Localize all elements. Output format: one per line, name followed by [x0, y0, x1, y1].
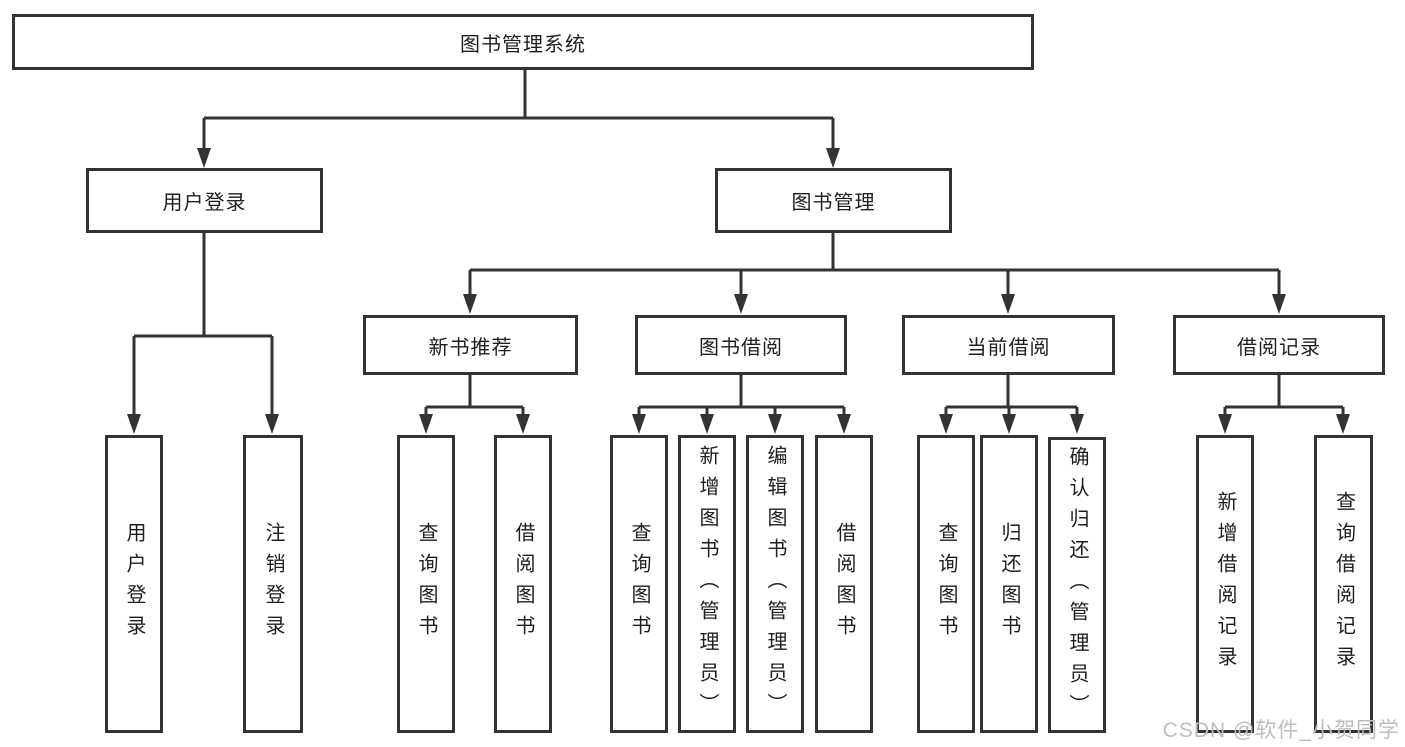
connector-book-management-branch — [468, 233, 1281, 296]
leaf-logout: 注销登录 — [243, 435, 303, 733]
node-label: 归还图书 — [998, 522, 1020, 646]
node-label: 新增借阅记录 — [1214, 491, 1236, 677]
node-label: 借阅图书 — [512, 522, 534, 646]
node-label: 用户登录 — [123, 522, 145, 646]
leaf-query-books-3: 查询图书 — [917, 435, 975, 733]
node-label: 图书管理系统 — [460, 33, 586, 56]
node-label: 当前借阅 — [966, 336, 1051, 359]
node-label: 用户登录 — [162, 192, 247, 214]
leaf-edit-book-admin: 编辑图书（管理员） — [746, 435, 804, 733]
node-label: 查询图书 — [628, 522, 650, 646]
node-book-borrowing: 图书借阅 — [635, 315, 847, 375]
leaf-add-book-admin: 新增图书（管理员） — [678, 435, 736, 733]
node-book-management-module: 图书管理 — [715, 168, 952, 233]
node-label: 新书推荐 — [428, 336, 513, 359]
leaf-query-books-1: 查询图书 — [397, 435, 455, 733]
leaf-user-login: 用户登录 — [105, 435, 163, 733]
node-current-borrowing: 当前借阅 — [902, 315, 1115, 375]
node-label: 借阅记录 — [1237, 336, 1321, 359]
node-new-book-recommend: 新书推荐 — [363, 315, 578, 375]
node-label: 新增图书（管理员） — [696, 444, 718, 724]
node-label: 图书借阅 — [699, 336, 783, 359]
leaf-return-book: 归还图书 — [980, 435, 1038, 733]
node-label: 图书管理 — [791, 192, 876, 214]
leaf-confirm-return-admin: 确认归还（管理员） — [1048, 437, 1106, 733]
node-label: 确认归还（管理员） — [1066, 445, 1088, 725]
connector-user-login-branch — [132, 233, 274, 416]
connector-borrow-record-branch — [1223, 375, 1345, 416]
node-label: 查询图书 — [935, 522, 957, 646]
node-label: 查询图书 — [415, 522, 437, 646]
node-label: 注销登录 — [262, 522, 284, 646]
csdn-watermark: CSDN @软件_小贺同学 — [1162, 719, 1400, 742]
leaf-borrow-books-1: 借阅图书 — [494, 435, 552, 733]
node-library-management-system: 图书管理系统 — [12, 14, 1034, 70]
leaf-borrow-books-2: 借阅图书 — [815, 435, 873, 733]
arrowheads — [127, 148, 1350, 434]
node-user-login-module: 用户登录 — [86, 168, 323, 233]
leaf-query-books-2: 查询图书 — [610, 435, 668, 733]
node-label: 编辑图书（管理员） — [764, 444, 786, 724]
node-label: 查询借阅记录 — [1332, 491, 1355, 677]
leaf-query-borrow-record: 查询借阅记录 — [1314, 435, 1373, 733]
node-borrowing-records: 借阅记录 — [1173, 315, 1385, 375]
connector-new-book-branch — [424, 375, 525, 416]
node-label: 借阅图书 — [833, 522, 855, 646]
connector-current-borrow-branch — [944, 375, 1079, 416]
connector-root-to-level2 — [202, 70, 835, 150]
leaf-add-borrow-record: 新增借阅记录 — [1196, 435, 1254, 733]
connector-book-borrow-branch — [637, 375, 846, 416]
